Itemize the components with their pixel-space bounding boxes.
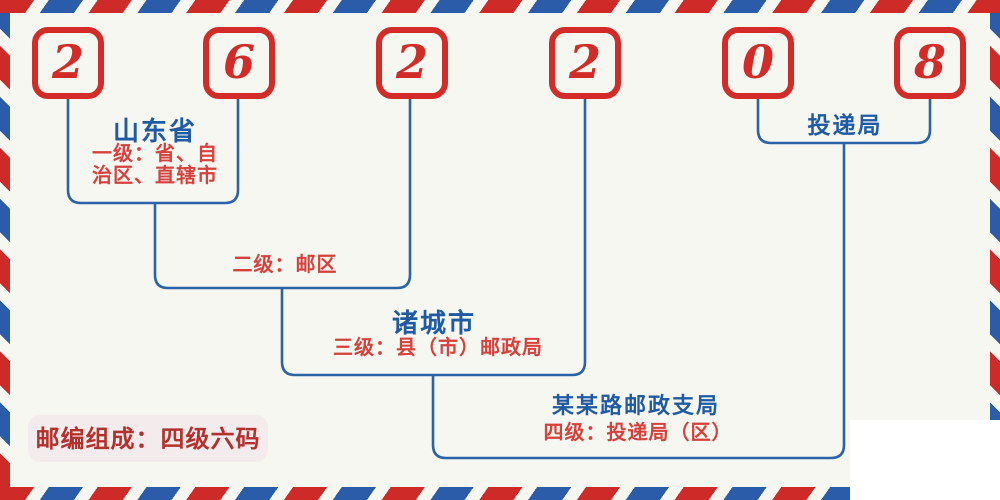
digit-box-2: 6 xyxy=(203,27,275,99)
digit-box-4: 2 xyxy=(549,27,621,99)
bottom-right-white-patch xyxy=(850,420,1000,500)
postal-code-composition-text: 邮编组成：四级六码 xyxy=(35,424,261,453)
level4-region-label: 某某路邮政支局 xyxy=(551,393,721,419)
airmail-border-bottom xyxy=(0,487,1000,500)
level1-desc-label: 一级：省、自 治区、直辖市 xyxy=(92,141,218,187)
postal-code-composition-badge: 邮编组成：四级六码 xyxy=(28,415,268,462)
level3-region-label: 诸城市 xyxy=(391,309,477,339)
delivery-bracket-line xyxy=(756,98,932,145)
level4-bracket-line xyxy=(431,143,846,460)
digit-box-6: 8 xyxy=(894,27,966,99)
digit-box-5: 0 xyxy=(722,27,794,99)
digit-box-3: 2 xyxy=(376,27,448,99)
level1-region-label: 山东省 xyxy=(112,117,198,147)
level1-bracket-line xyxy=(66,98,240,205)
level4-desc-label: 四级：投递局（区） xyxy=(543,420,733,444)
delivery-office-label: 投递局 xyxy=(807,112,883,139)
digit-box-1: 2 xyxy=(32,27,104,99)
airmail-border-top xyxy=(0,0,1000,13)
airmail-border-right xyxy=(990,13,1000,487)
level2-desc-label: 二级：邮区 xyxy=(232,252,338,276)
airmail-border-left xyxy=(0,13,10,487)
level3-desc-label: 三级：县（市）邮政局 xyxy=(333,335,543,359)
